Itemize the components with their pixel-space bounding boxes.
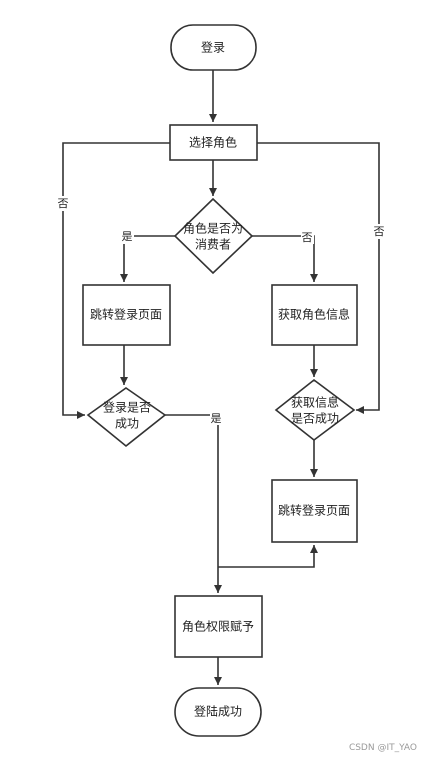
choose-role-box xyxy=(169,124,258,161)
get-role-info-box xyxy=(271,284,358,346)
edge-login-yes xyxy=(165,414,222,593)
end-label: 登陆成功 xyxy=(194,704,242,719)
edge-label-far-left-no: 否 xyxy=(58,197,69,210)
jump-login-left-box xyxy=(82,284,171,346)
edge-jump-right-loop xyxy=(218,545,318,568)
login-ok-label-line2: 成功 xyxy=(115,417,139,431)
start-terminal xyxy=(170,24,257,71)
get-role-info-label: 获取角色信息 xyxy=(278,307,350,322)
end-terminal xyxy=(174,687,262,737)
assign-perm-label: 角色权限赋予 xyxy=(182,620,254,634)
login-ok-diamond xyxy=(86,387,167,448)
edge-label-consumer-yes: 是 xyxy=(122,230,133,243)
assign-perm-box xyxy=(174,595,263,658)
is-consumer-diamond xyxy=(173,197,254,275)
edge-choose-to-login-ok xyxy=(62,142,170,419)
info-ok-label-line2: 是否成功 xyxy=(291,412,339,426)
login-ok-label-line1: 登录是否 xyxy=(103,400,151,415)
info-ok-diamond xyxy=(274,378,356,442)
info-ok-label-line1: 获取信息 xyxy=(291,395,339,410)
jump-login-right-box xyxy=(271,479,358,543)
watermark: CSDN @IT_YAO xyxy=(349,743,417,753)
edge-label-consumer-no: 否 xyxy=(302,231,313,244)
start-label: 登录 xyxy=(201,40,225,55)
choose-role-label: 选择角色 xyxy=(189,136,237,150)
edge-label-far-right-no: 否 xyxy=(374,225,385,238)
is-consumer-label-line2: 消费者 xyxy=(195,238,231,252)
is-consumer-label-line1: 角色是否为 xyxy=(183,222,243,236)
edge-choose-to-info-ok xyxy=(257,142,380,414)
jump-login-left-label: 跳转登录页面 xyxy=(90,307,162,322)
jump-login-right-label: 跳转登录页面 xyxy=(278,503,350,518)
edge-label-login-yes: 是 xyxy=(211,412,222,425)
